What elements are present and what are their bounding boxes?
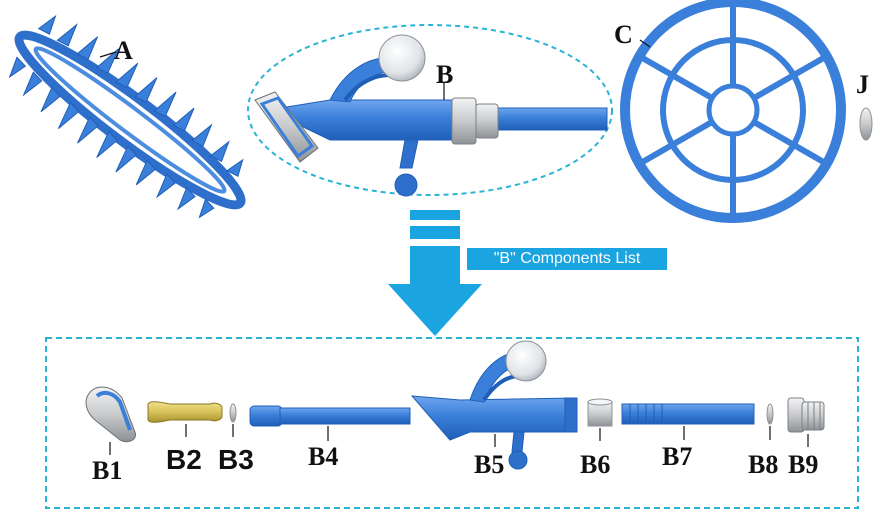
label-b2: B2 [166, 444, 202, 475]
label-b5: B5 [474, 450, 505, 479]
label-b8: B8 [748, 450, 779, 479]
label-b1: B1 [92, 456, 123, 485]
part-a-disc [8, 14, 246, 219]
part-b1 [85, 386, 137, 455]
down-arrow [388, 210, 482, 336]
b-dashed-ellipse [247, 24, 613, 196]
leader-a [99, 51, 117, 58]
components-list-banner: "B" Components List [467, 248, 667, 270]
part-b3 [229, 403, 237, 437]
part-b2 [147, 401, 223, 437]
part-j-washer [859, 107, 873, 141]
label-b3: B3 [218, 444, 254, 475]
part-b8 [766, 403, 774, 440]
part-b6 [587, 398, 613, 441]
components-dashed-box [45, 337, 859, 509]
label-b7: B7 [662, 442, 693, 471]
label-a: A [114, 36, 133, 65]
label-b: B [436, 60, 454, 89]
part-b-assembly [247, 24, 613, 197]
part-b7 [621, 403, 755, 440]
label-b9: B9 [788, 450, 819, 479]
part-b5 [410, 340, 578, 470]
label-j: J [856, 70, 869, 99]
leader-c [639, 39, 651, 48]
part-c-wheel [620, 0, 846, 223]
part-b9 [787, 397, 825, 447]
label-c: C [614, 20, 633, 49]
label-b4: B4 [308, 442, 339, 471]
label-b6: B6 [580, 450, 611, 479]
part-b4 [249, 405, 411, 441]
